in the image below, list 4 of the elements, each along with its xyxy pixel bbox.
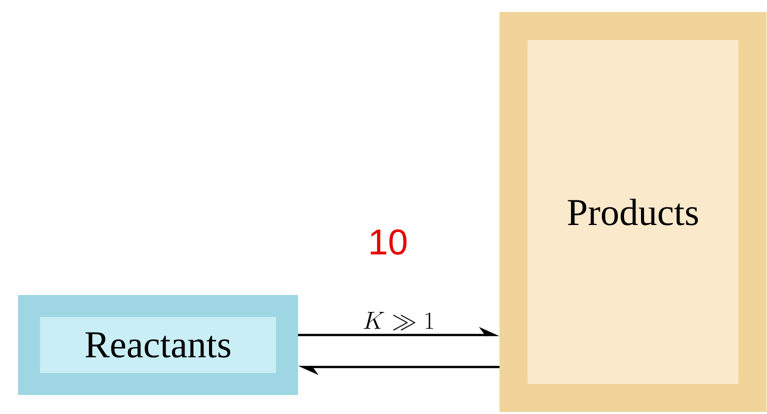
- number-label: 10: [370, 229, 407, 255]
- edge-label: $K \gg 1$: [364, 312, 434, 330]
- products-box: Products: [500, 12, 766, 412]
- reactants-box: Reactants: [18, 295, 298, 395]
